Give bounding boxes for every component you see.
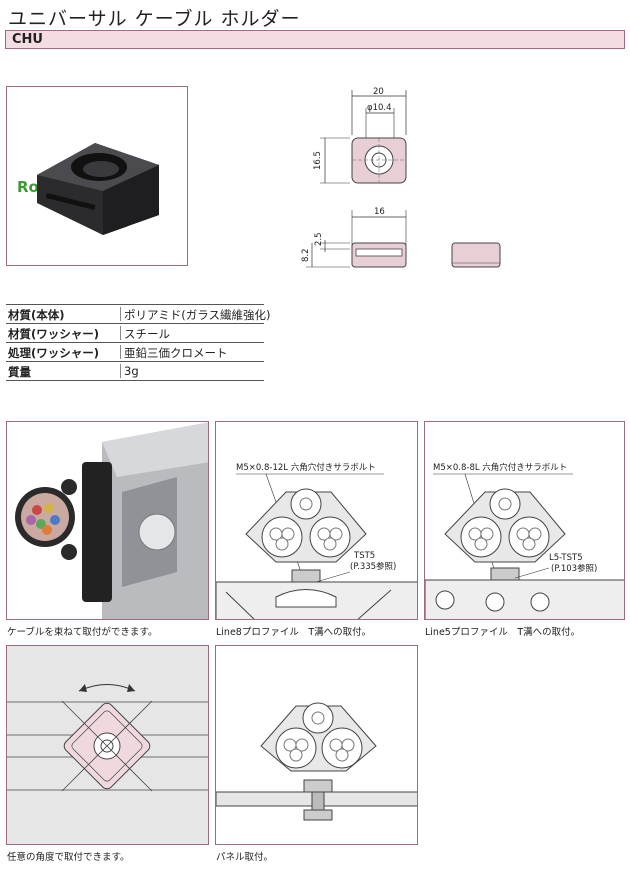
dim-hole: φ10.4 [367,103,392,113]
spec-value: ポリアミド(ガラス繊維強化) [124,308,271,322]
spec-row: 材質(ワッシャー) スチール [6,324,264,343]
panel-mount-drawing [216,702,417,821]
dim-width: 20 [373,87,384,97]
spec-label: 処理(ワッシャー) [8,346,100,360]
dimension-drawing: 20 φ10.4 16.5 16 2.5 8.2 [301,87,501,268]
caption-cable-bundle: ケーブルを束ねて取付ができます。 [7,627,158,638]
spec-row: 質量 3g [6,362,264,381]
dim-side-height: 8.2 [301,248,311,262]
panel-cable-bundle [6,421,209,620]
line5-nut-note: L5-TST5 [549,553,583,563]
line8-bolt-note: M5×0.8-12L 六角穴付きサラボルト [236,462,376,473]
caption-panel-mount: パネル取付。 [216,852,274,863]
spec-value: 亜鉛三価クロメート [124,346,228,360]
dim-height: 16.5 [313,151,323,170]
dim-side-width: 16 [374,207,385,217]
page-title: ユニバーサル ケーブル ホルダー [8,8,301,30]
spec-table-top-rule [6,304,264,305]
angle-mount-drawing [7,646,208,844]
caption-line5-mount: Line5プロファイル T溝への取付。 [425,627,581,638]
panel-angle-mount [6,645,209,845]
panel-line8-mount: M5×0.8-12L 六角穴付きサラボルト TST5 (P.335参照) [215,421,418,620]
product-photo-frame: RoHS [6,86,188,266]
panel-panel-mount [215,645,418,845]
spec-label: 質量 [8,365,31,379]
spec-row: 処理(ワッシャー) 亜鉛三価クロメート [6,343,264,362]
caption-line8-mount: Line8プロファイル T溝への取付。 [216,627,372,638]
line5-bolt-note: M5×0.8-8L 六角穴付きサラボルト [433,462,567,473]
product-photo [37,143,159,235]
panel-line5-mount: M5×0.8-8L 六角穴付きサラボルト L5-TST5 (P.103参照) [424,421,625,620]
spec-value: スチール [124,327,170,341]
line5-ref-note: (P.103参照) [551,563,597,574]
dim-side-top: 2.5 [314,232,324,246]
line8-ref-note: (P.335参照) [350,561,396,572]
line8-mount-drawing: M5×0.8-12L 六角穴付きサラボルト TST5 (P.335参照) [216,462,417,619]
line8-nut-note: TST5 [353,551,375,561]
caption-angle-mount: 任意の角度で取付できます。 [7,852,130,863]
line5-mount-drawing: M5×0.8-8L 六角穴付きサラボルト L5-TST5 (P.103参照) [425,462,624,619]
spec-row: 材質(本体) ポリアミド(ガラス繊維強化) [6,305,271,324]
product-code-bar: CHU [5,30,625,49]
spec-label: 材質(本体) [8,308,65,322]
product-code: CHU [12,32,43,47]
cable-bundle-photo [7,422,208,619]
spec-value: 3g [124,364,139,378]
spec-label: 材質(ワッシャー) [8,327,100,341]
